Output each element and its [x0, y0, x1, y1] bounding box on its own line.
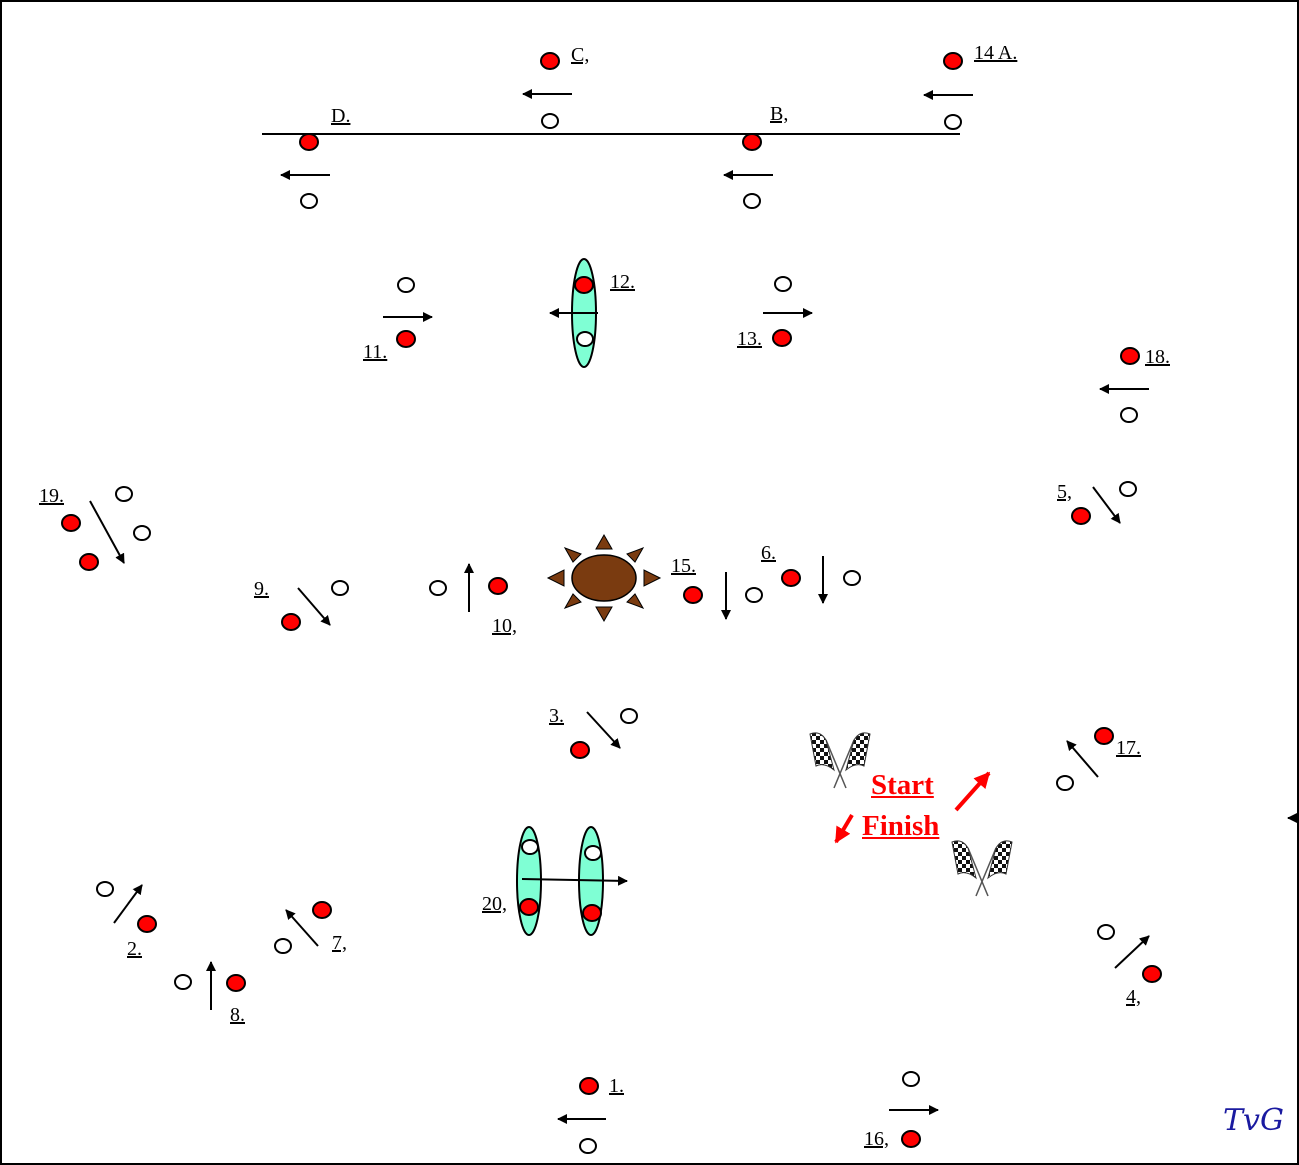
label-9: 9.	[254, 579, 269, 599]
label-10: 10,	[492, 616, 517, 636]
finish-arrow	[836, 815, 852, 842]
label-12: 12.	[610, 272, 635, 292]
label-5: 5,	[1057, 482, 1072, 502]
label-2: 2.	[127, 939, 142, 959]
signature: TvG	[1223, 1106, 1284, 1136]
label-1: 1.	[609, 1076, 624, 1096]
pylon	[97, 114, 1137, 1153]
label-d: D.	[331, 106, 350, 126]
start-label: Start	[871, 771, 934, 800]
label-16: 16,	[864, 1129, 889, 1149]
label-8: 8.	[230, 1005, 245, 1025]
label-17: 17.	[1116, 738, 1141, 758]
label-14a: 14 A.	[974, 43, 1017, 63]
label-20: 20,	[482, 894, 507, 914]
label-7: 7,	[332, 933, 347, 953]
label-b: B,	[770, 104, 788, 124]
sun-icon	[548, 535, 660, 621]
label-6: 6.	[761, 543, 776, 563]
arrow-icon	[90, 94, 1299, 1119]
label-13: 13.	[737, 329, 762, 349]
label-c: C,	[571, 45, 589, 65]
label-18: 18.	[1145, 347, 1170, 367]
label-3: 3.	[549, 706, 564, 726]
label-15: 15.	[671, 556, 696, 576]
label-19: 19.	[39, 486, 64, 506]
start-arrow	[956, 773, 989, 810]
checkered-flag-icon	[952, 841, 1012, 896]
label-4: 4,	[1126, 987, 1141, 1007]
finish-label: Finish	[862, 812, 939, 841]
label-11: 11.	[363, 342, 387, 362]
checkered-flag-icon	[810, 733, 870, 788]
